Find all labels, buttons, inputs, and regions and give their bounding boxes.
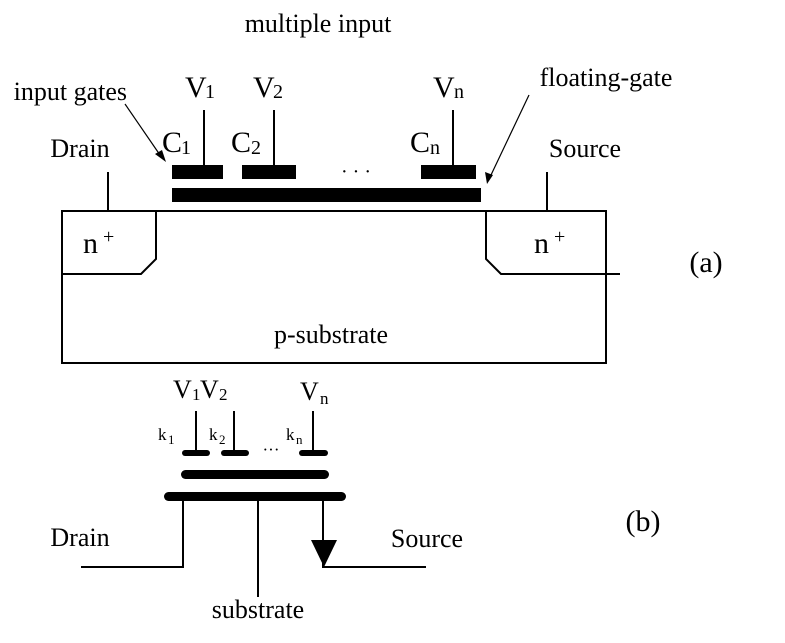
coupling-k1-label: k 1 [158, 425, 175, 447]
floating-gate-arrow [485, 94, 530, 184]
svg-text:V: V [200, 375, 219, 404]
floating-gate [172, 188, 481, 202]
drain-label-a: Drain [50, 134, 109, 163]
coupling-kn-label: k n [286, 425, 303, 447]
input-v2-label-b: V 2 [200, 375, 228, 404]
input-gates-label: input gates [14, 77, 127, 106]
svg-text:1: 1 [181, 137, 191, 159]
svg-text:V: V [433, 71, 455, 104]
panel-label-a: (a) [689, 246, 722, 279]
svg-text:n: n [430, 137, 440, 159]
svg-text:+: + [103, 226, 114, 248]
svg-text:k: k [209, 425, 218, 444]
svg-text:V: V [253, 71, 275, 104]
drain-lead-b [81, 500, 184, 568]
input-gate-n [421, 165, 476, 179]
input-plate-1-b [182, 450, 210, 456]
ellipsis-dots: · · · [341, 161, 371, 183]
input-v1-label: V 1 [185, 71, 215, 104]
p-substrate-label: p-substrate [274, 320, 388, 349]
svg-text:n: n [83, 227, 98, 260]
n-plus-left-region [62, 211, 157, 275]
svg-text:C: C [410, 126, 430, 159]
svg-text:2: 2 [251, 137, 261, 159]
input-vn-label-b: V n [300, 377, 329, 408]
svg-text:V: V [185, 71, 207, 104]
source-lead-b [322, 500, 426, 568]
svg-text:n: n [454, 81, 464, 103]
source-arrow-icon [311, 540, 337, 567]
floating-gate-label: floating-gate [540, 63, 673, 92]
source-label-a: Source [549, 134, 621, 163]
n-plus-right-region [485, 211, 620, 275]
svg-text:k: k [158, 425, 167, 444]
input-gate-2 [242, 165, 296, 179]
input-gate-1 [172, 165, 223, 179]
n-plus-right-label: n + [534, 226, 565, 260]
n-plus-left-label: n + [83, 226, 114, 260]
svg-text:C: C [162, 126, 182, 159]
panel-label-b: (b) [626, 505, 661, 538]
svg-text:C: C [231, 126, 251, 159]
input-v1-label-b: V 1 [173, 375, 201, 404]
input-plate-n-b [299, 450, 328, 456]
capacitor-c1-label: C 1 [162, 126, 191, 159]
svg-text:n: n [296, 432, 303, 447]
floating-gate-b [181, 470, 329, 479]
svg-text:1: 1 [205, 81, 215, 103]
svg-text:+: + [554, 226, 565, 248]
capacitor-c2-label: C 2 [231, 126, 261, 159]
svg-text:2: 2 [219, 385, 228, 404]
ellipsis-dots-b: ··· [263, 440, 280, 459]
svg-text:2: 2 [273, 81, 283, 103]
substrate-label-b: substrate [212, 595, 304, 624]
svg-text:V: V [173, 375, 192, 404]
input-v2-label: V 2 [253, 71, 283, 104]
svg-text:V: V [300, 377, 319, 406]
drain-label-b: Drain [50, 523, 109, 552]
capacitor-cn-label: C n [410, 126, 440, 159]
coupling-k2-label: k 2 [209, 425, 226, 447]
svg-text:2: 2 [219, 432, 226, 447]
p-substrate-body [61, 210, 607, 364]
source-label-b: Source [391, 524, 463, 553]
svg-text:k: k [286, 425, 295, 444]
multiple-input-title: multiple input [245, 9, 392, 38]
input-vn-label: V n [433, 71, 464, 104]
input-gates-arrow [124, 103, 166, 162]
svg-text:1: 1 [192, 385, 201, 404]
svg-text:1: 1 [168, 432, 175, 447]
input-plate-2-b [221, 450, 249, 456]
channel-bar-b [164, 492, 346, 501]
svg-text:n: n [534, 227, 549, 260]
svg-text:n: n [320, 389, 329, 408]
